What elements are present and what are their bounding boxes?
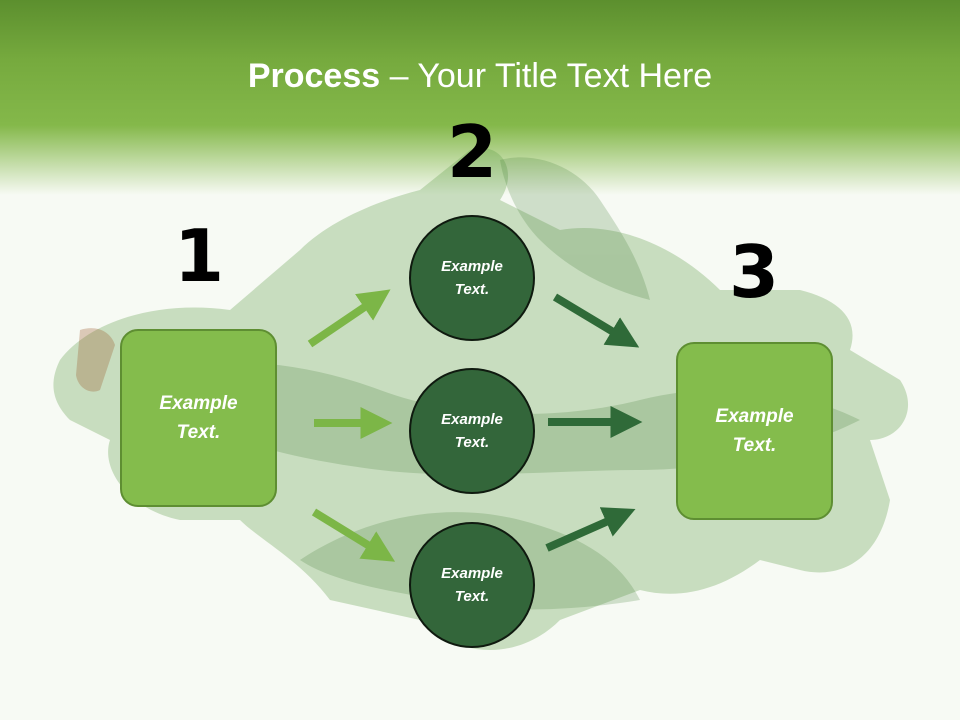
- step-number-2: 2: [446, 110, 498, 194]
- step-number-1: 1: [173, 214, 225, 298]
- step-number-3: 3: [728, 230, 780, 314]
- circle-top-label: Example Text.: [441, 258, 503, 298]
- step-1-box: Example Text.: [120, 329, 277, 507]
- step-3-label: Example Text.: [715, 406, 794, 456]
- step-2-circle-middle: Example Text.: [409, 368, 535, 494]
- arrow-right-icon: [307, 289, 391, 348]
- step-2-circle-bottom: Example Text.: [409, 522, 535, 648]
- circle-bottom-label: Example Text.: [441, 565, 503, 605]
- step-2-circle-top: Example Text.: [409, 215, 535, 341]
- arrow-right-icon: [311, 508, 396, 562]
- title-banner: [0, 0, 960, 200]
- circle-middle-label: Example Text.: [441, 411, 503, 451]
- step-1-label: Example Text.: [159, 393, 238, 443]
- step-3-box: Example Text.: [676, 342, 833, 520]
- title-bold: Process: [247, 57, 381, 95]
- title-rest: – Your Title Text Here: [380, 57, 713, 95]
- arrow-right-icon: [545, 507, 636, 552]
- arrow-right-icon: [552, 293, 640, 348]
- page-title: Process – Your Title Text Here: [0, 54, 960, 98]
